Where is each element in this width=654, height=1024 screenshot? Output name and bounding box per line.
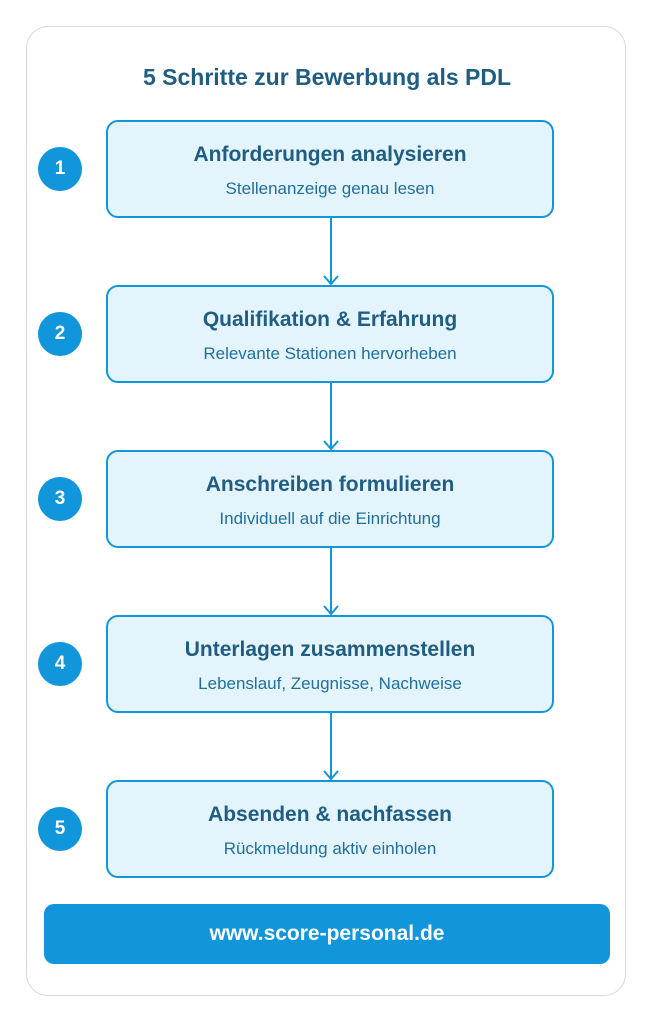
step-title: Unterlagen zusammenstellen	[184, 638, 476, 661]
step-title: Anschreiben formulieren	[205, 473, 455, 496]
step-number-badge: 2	[38, 312, 82, 356]
step-subtitle: Lebenslauf, Zeugnisse, Nachweise	[198, 674, 462, 693]
step-subtitle: Relevante Stationen hervorheben	[203, 344, 457, 363]
step-box: Anschreiben formulieren Individuell auf …	[106, 450, 554, 548]
page-title: 5 Schritte zur Bewerbung als PDL	[142, 64, 512, 90]
step-number-badge: 3	[38, 477, 82, 521]
step-box: Unterlagen zusammenstellen Lebenslauf, Z…	[106, 615, 554, 713]
step-box: Anforderungen analysieren Stellenanzeige…	[106, 120, 554, 218]
step-number-badge: 5	[38, 807, 82, 851]
step-5: 5 Absenden & nachfassen Rückmeldung akti…	[0, 780, 654, 878]
step-4: 4 Unterlagen zusammenstellen Lebenslauf,…	[0, 615, 654, 713]
step-title: Qualifikation & Erfahrung	[202, 308, 458, 331]
step-box: Absenden & nachfassen Rückmeldung aktiv …	[106, 780, 554, 878]
step-box: Qualifikation & Erfahrung Relevante Stat…	[106, 285, 554, 383]
step-subtitle: Stellenanzeige genau lesen	[225, 179, 435, 198]
step-number-badge: 1	[38, 147, 82, 191]
website-banner[interactable]: www.score-personal.de	[44, 904, 610, 964]
step-2: 2 Qualifikation & Erfahrung Relevante St…	[0, 285, 654, 383]
step-title: Absenden & nachfassen	[208, 803, 452, 826]
step-title: Anforderungen analysieren	[193, 143, 467, 166]
step-number-badge: 4	[38, 642, 82, 686]
step-1: 1 Anforderungen analysieren Stellenanzei…	[0, 120, 654, 218]
step-3: 3 Anschreiben formulieren Individuell au…	[0, 450, 654, 548]
step-subtitle: Individuell auf die Einrichtung	[219, 509, 441, 528]
step-subtitle: Rückmeldung aktiv einholen	[223, 839, 437, 858]
